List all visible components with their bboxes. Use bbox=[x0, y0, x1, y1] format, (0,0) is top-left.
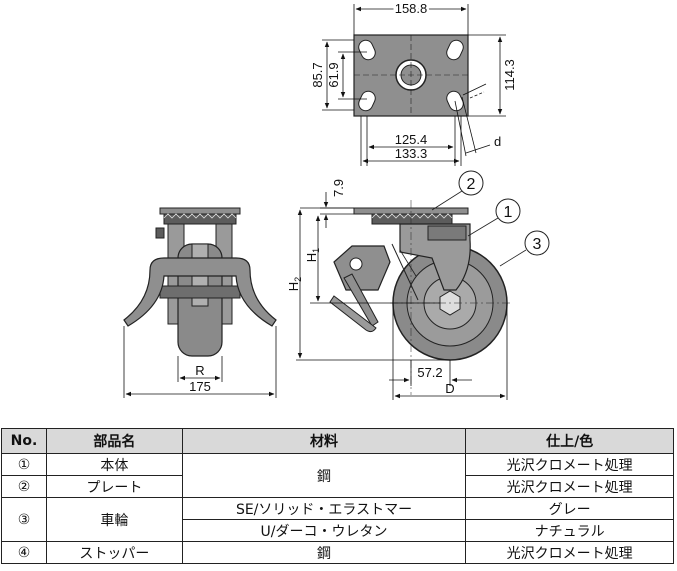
dim-hole-span-x: 133.3 bbox=[395, 146, 428, 161]
dim-h1-sub: 1 bbox=[311, 248, 321, 253]
table-header-row: No. 部品名 材料 仕上/色 bbox=[1, 428, 674, 454]
front-view: R 175 bbox=[123, 207, 277, 398]
parts-table: No. 部品名 材料 仕上/色 ① 本体 鋼 光沢クロメート処理 ② プレート … bbox=[1, 428, 674, 564]
row-material: 鋼 bbox=[181, 453, 467, 498]
header-material: 材料 bbox=[181, 428, 467, 454]
dim-wheel-width: R bbox=[195, 363, 204, 378]
header-part: 部品名 bbox=[45, 428, 183, 454]
front-plate bbox=[159, 207, 241, 215]
callout-2: 2 bbox=[467, 176, 476, 193]
callout-3-circle bbox=[524, 230, 550, 256]
svg-text:H1: H1 bbox=[304, 248, 321, 262]
row-finish: ナチュラル bbox=[465, 519, 674, 542]
row-part: ストッパー bbox=[45, 541, 183, 564]
header-finish: 仕上/色 bbox=[465, 428, 674, 454]
callout-1: 1 bbox=[504, 204, 513, 221]
dim-wheel-diameter: D bbox=[445, 381, 454, 396]
row-material: U/ダーコ・ウレタン bbox=[181, 519, 467, 542]
row-finish: グレー bbox=[465, 497, 674, 520]
dim-plate-length: 114.3 bbox=[502, 59, 517, 91]
dim-top-width: 158.8 bbox=[395, 1, 428, 16]
row-finish: 光沢クロメート処理 bbox=[465, 541, 674, 564]
row-no: ④ bbox=[1, 541, 47, 564]
mount-slot bbox=[358, 39, 376, 61]
mount-slot bbox=[446, 39, 464, 61]
table-row: ① 本体 鋼 光沢クロメート処理 bbox=[1, 453, 674, 498]
row-no: ① bbox=[1, 453, 47, 476]
dim-slot-width: d bbox=[494, 134, 501, 149]
side-view: 7.9 H1 H2 57.2 D 2 1 3 bbox=[286, 170, 550, 400]
stopper-housing bbox=[333, 245, 391, 291]
dim-h2-label: H bbox=[286, 282, 301, 291]
dim-plate-thickness: 7.9 bbox=[331, 179, 346, 197]
mount-slot bbox=[358, 90, 376, 112]
table-row: ③ 車輪 SE/ソリッド・エラストマー グレー bbox=[1, 497, 674, 542]
row-finish: 光沢クロメート処理 bbox=[465, 475, 674, 498]
dim-hole-pitch-y: 61.9 bbox=[326, 62, 341, 87]
table-row: ④ ストッパー 鋼 光沢クロメート処理 bbox=[1, 541, 674, 564]
dim-h2-sub: 2 bbox=[293, 277, 303, 282]
dim-h1-label: H bbox=[304, 253, 319, 262]
row-material: SE/ソリッド・エラストマー bbox=[181, 497, 467, 520]
dim-overall-width: 175 bbox=[189, 379, 211, 394]
svg-text:H2: H2 bbox=[286, 277, 303, 291]
table-row: ② プレート 光沢クロメート処理 bbox=[1, 475, 674, 498]
callout-1-circle bbox=[495, 198, 521, 224]
stopper-pedal bbox=[123, 257, 277, 327]
row-finish: 光沢クロメート処理 bbox=[465, 453, 674, 476]
row-material: 鋼 bbox=[181, 541, 467, 564]
top-view: 158.8 85.7 61.9 114.3 d 125.4 133.3 bbox=[310, 0, 517, 166]
header-no: No. bbox=[1, 428, 47, 454]
callout-3: 3 bbox=[533, 236, 542, 253]
dim-hole-pitch-x: 125.4 bbox=[395, 132, 428, 147]
row-no: ③ bbox=[1, 497, 47, 542]
row-part: 車輪 bbox=[45, 497, 183, 542]
dim-mount-pitch-y: 85.7 bbox=[310, 62, 325, 87]
caster-technical-drawing: 158.8 85.7 61.9 114.3 d 125.4 133.3 bbox=[123, 0, 550, 400]
row-no: ② bbox=[1, 475, 47, 498]
row-part: 本体 bbox=[45, 453, 183, 476]
dim-offset: 57.2 bbox=[417, 365, 442, 380]
row-part: プレート bbox=[45, 475, 183, 498]
callout-2-circle bbox=[458, 170, 484, 196]
